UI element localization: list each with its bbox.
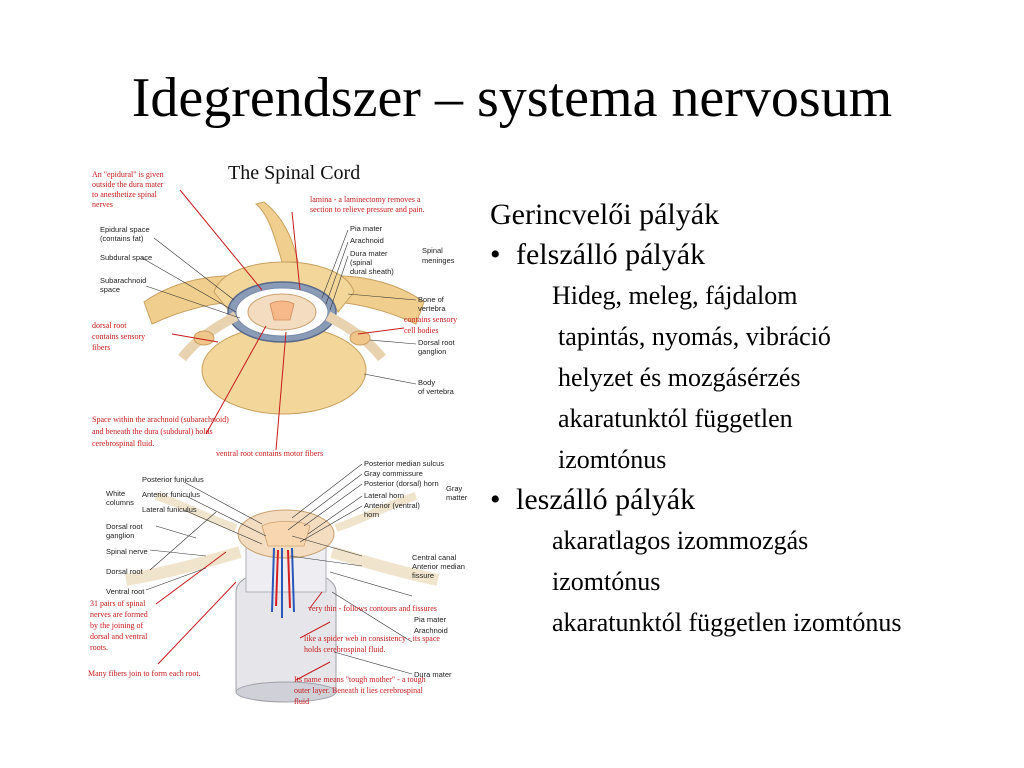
structure-label: ganglion [418,347,446,356]
structure-label: Spinal [422,246,443,255]
structure-label: Anterior funiculus [142,490,200,499]
annotation-text: ventral root contains motor fibers [216,449,323,458]
structure-label: meninges [422,256,455,265]
structure-label: Dorsal root [418,338,456,347]
annotation-text: Space within the arachnoid (subarachnoid… [92,415,229,424]
structure-label: Posterior funiculus [142,475,204,484]
structure-label: Subarachnoid [100,276,146,285]
annotation-text: Many fibers join to form each root. [88,669,201,678]
structure-label: Arachnoid [350,236,384,245]
structure-label: Anterior (ventral) [364,501,420,510]
annotation-text: and beneath the dura (subdural) holds [92,427,213,436]
list-item: helyzet és mozgásérzés [558,363,801,392]
annotation-text: by the joining of [90,621,143,630]
bullet-mark: • [490,238,501,271]
structure-label: White [106,489,125,498]
annotation-text: cerebrospinal fluid. [92,439,154,448]
structure-label: Pia mater [414,615,447,624]
annotation-text: section to relieve pressure and pain. [310,205,425,214]
structure-label: Dorsal root [106,522,144,531]
annotation-text: roots. [90,643,108,652]
annotation-text: lamina - a laminectomy removes a [310,195,421,204]
list-item: akaratunktól független izomtónus [552,608,902,637]
structure-label: (spinal [350,258,372,267]
annotation-text: dorsal and ventral [90,632,148,641]
annotation-text: dorsal root [92,321,127,330]
structure-label: fissure [412,571,434,580]
structure-label: Subdural space [100,253,152,262]
annotation-text: contains sensory [404,315,457,324]
content-block: Gerincvelői pályák • felszálló pályák Hid… [490,195,1020,643]
annotation-lines [155,189,405,681]
structure-label: Bone of [418,295,445,304]
figure-title: The Spinal Cord [228,162,360,184]
list-item: akaratunktól független [558,404,793,433]
annotation-text: fibers [92,343,110,352]
annotation-text: outside the dura mater [92,180,164,189]
structure-label: of vertebra [418,387,455,396]
structure-label: dural sheath) [350,267,394,276]
list-item: izomtónus [552,567,661,596]
structure-labels: Epidural space (contains fat) Subdural s… [100,224,468,679]
structure-label: Dura mater [350,249,388,258]
structure-label: Epidural space [100,225,150,234]
structure-label: Anterior median [412,562,465,571]
structure-label: Ventral root [106,587,145,596]
structure-label: matter [446,493,468,502]
bullet-label: leszálló pályák [516,483,696,516]
structure-label: ganglion [106,531,134,540]
list-item: izomtónus [558,445,667,474]
spinal-cord-illustration: The Spinal Cord An "epidural" is given o… [86,152,484,712]
slide-title: Idegrendszer – systema nervosum [131,67,893,129]
structure-label: Dura mater [414,670,452,679]
bullet-label: felszálló pályák [516,238,706,271]
structure-label: space [100,285,120,294]
structure-label: Posterior median sulcus [364,459,444,468]
annotation-text: holds cerebrospinal fluid. [304,645,386,654]
vertebra-drawing [143,201,425,415]
bullet-ascending: • felszálló pályák [490,235,1020,275]
list-item: Hideg, meleg, fájdalom [552,281,798,310]
structure-label: Pia mater [350,224,383,233]
annotation-text: outer layer. Beneath it lies cerebrospin… [294,686,424,695]
annotation-text: contains sensory [92,332,145,341]
cord-segment-drawing [124,492,440,703]
red-annotations: An "epidural" is given outside the dura … [88,170,457,706]
structure-label: Gray commissure [364,469,423,478]
annotation-text: nerves [92,200,113,209]
annotation-text: 31 pairs of spinal [90,599,146,608]
list-item: akaratlagos izommozgás [552,526,809,555]
bullet-mark: • [490,483,501,516]
annotation-text: fluid [294,697,309,706]
annotation-text: to anesthetize spinal [92,190,158,199]
annotation-text: An "epidural" is given [92,170,164,179]
structure-label: Body [418,378,435,387]
list-item: tapintás, nyomás, vibráció [558,322,831,351]
annotation-text: Its name means "tough mother" - a tough [294,675,426,684]
structure-label: (contains fat) [100,234,144,243]
annotation-text: cell bodies [404,326,438,335]
structure-label: Posterior (dorsal) horn [364,479,439,488]
spinal-cord-diagram: The Spinal Cord An "epidural" is given o… [88,162,468,706]
structure-label: Spinal nerve [106,547,148,556]
label-leader-lines [141,229,417,675]
annotation-text: very thin - follows contours and fissure… [308,604,437,613]
structure-label: Lateral funiculus [142,505,197,514]
annotation-text: like a spider web in consistency - its s… [304,634,440,643]
structure-label: Dorsal root [106,567,144,576]
structure-label: Central canal [412,553,457,562]
annotation-text: nerves are formed [90,610,148,619]
bullet-descending: • leszálló pályák [490,480,1020,520]
structure-label: Gray [446,484,463,493]
structure-label: columns [106,498,134,507]
structure-label: vertebra [418,304,446,313]
section-heading: Gerincvelői pályák [490,198,720,231]
structure-label: Arachnoid [414,626,448,635]
structure-label: Lateral horn [364,491,404,500]
structure-label: horn [364,510,379,519]
